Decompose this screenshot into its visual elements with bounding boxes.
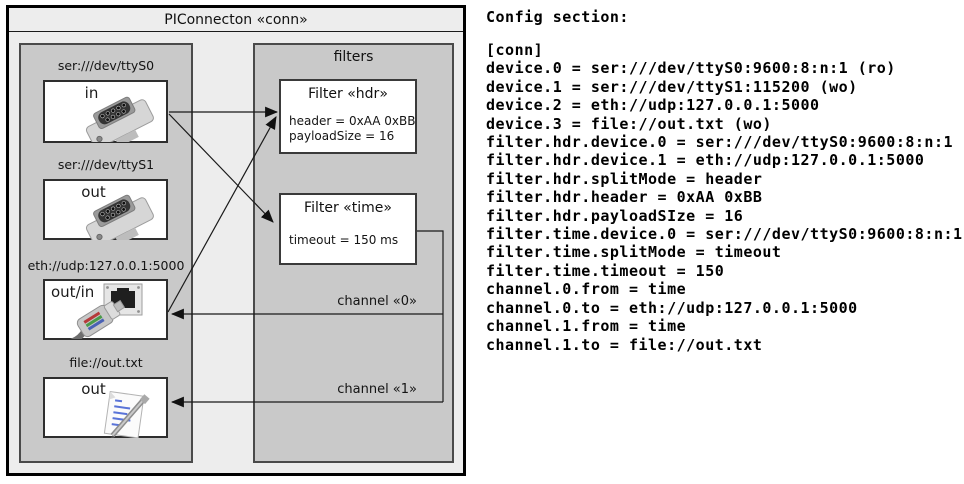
diagram-title: PIConnecton «conn» <box>164 12 308 28</box>
device-box-ttys1: out <box>43 179 168 240</box>
connection-diagram-frame: PIConnecton «conn» ser:///dev/ttyS0 in <box>6 5 466 476</box>
port-label: out/in <box>51 283 95 301</box>
device-box-ttys0: in <box>43 80 168 143</box>
device-label-file: file://out.txt <box>69 355 143 370</box>
filter-hdr-attr-payloadsize: payloadSize = 16 <box>289 129 395 143</box>
filters-panel: filters Filter «hdr» header = 0xAA 0xBB … <box>253 43 454 463</box>
serial-connector-icon <box>85 194 154 240</box>
filter-hdr-title: Filter «hdr» <box>308 86 388 102</box>
config-text: [conn] device.0 = ser:///dev/ttyS0:9600:… <box>486 41 963 354</box>
filter-hdr-attr-header: header = 0xAA 0xBB <box>289 114 416 128</box>
port-label: out <box>81 380 106 398</box>
filter-box-hdr: Filter «hdr» header = 0xAA 0xBB payloadS… <box>279 79 417 154</box>
device-box-eth: out/in <box>43 279 168 340</box>
filter-time-title: Filter «time» <box>304 200 392 216</box>
filters-panel-title: filters <box>333 49 374 65</box>
document-pen-icon <box>103 391 150 438</box>
serial-connector-icon <box>85 96 154 142</box>
devices-panel: ser:///dev/ttyS0 in <box>19 43 193 463</box>
title-separator <box>9 31 463 32</box>
filter-time-attr-timeout: timeout = 150 ms <box>289 233 399 247</box>
device-label-eth: eth://udp:127.0.0.1:5000 <box>27 258 185 273</box>
device-label-ttys1: ser:///dev/ttyS1 <box>57 157 155 172</box>
port-label: in <box>84 84 99 102</box>
channel-1-label: channel «1» <box>337 382 417 397</box>
device-label-ttys0: ser:///dev/ttyS0 <box>57 58 155 73</box>
device-box-file: out <box>43 377 168 438</box>
config-section-heading: Config section: <box>486 8 629 26</box>
filter-box-time: Filter «time» timeout = 150 ms <box>279 193 417 265</box>
port-label: out <box>81 183 106 201</box>
ethernet-cable-icon <box>66 299 126 339</box>
channel-0-label: channel «0» <box>337 294 417 309</box>
